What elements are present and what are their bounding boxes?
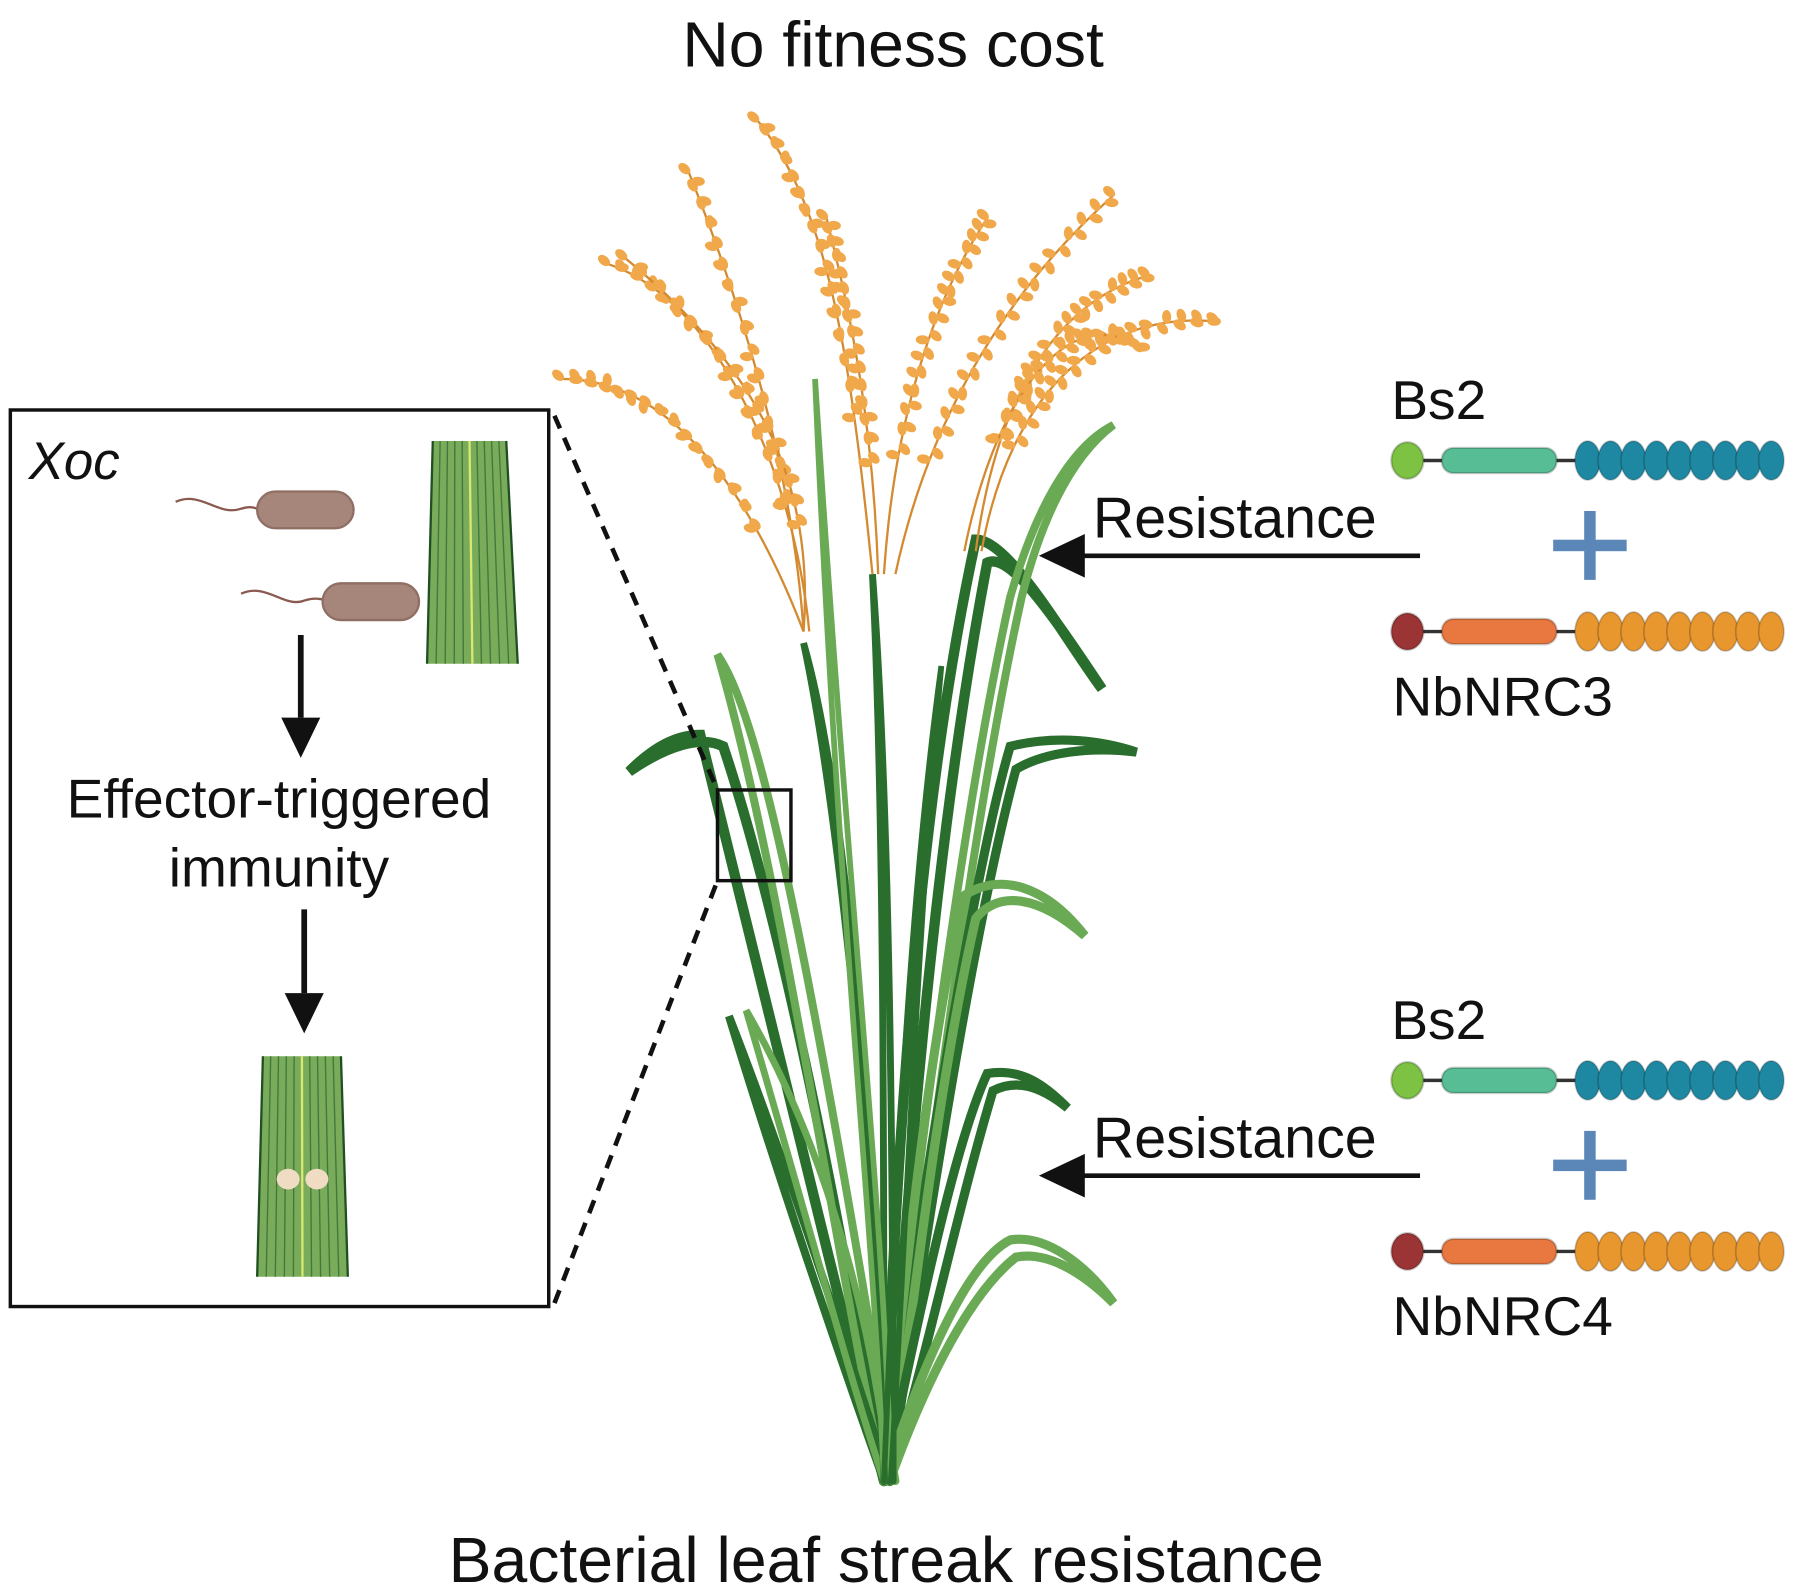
- resistant-leaf-lesion-icon: [255, 1056, 349, 1277]
- panicle: [747, 111, 874, 575]
- process-label-line2: immunity: [169, 836, 390, 898]
- resistance-label: Resistance: [1093, 486, 1377, 550]
- arrow-down-icon: [281, 634, 321, 758]
- zoom-dashed-line-bottom: [552, 879, 720, 1304]
- bs2-protein-domains: [1390, 1060, 1785, 1101]
- panicle: [882, 208, 997, 575]
- bacterium-icon: [240, 582, 421, 622]
- title: No fitness cost: [682, 9, 1104, 81]
- arrow-down-icon: [284, 909, 324, 1034]
- nrc-protein-domains: [1390, 611, 1785, 652]
- nrc-label: NbNRC3: [1392, 665, 1612, 727]
- bs2-label: Bs2: [1391, 369, 1486, 431]
- zoom-dashed-line-top: [552, 414, 720, 791]
- leaf-blade: [812, 378, 894, 1484]
- leaf-blade: [800, 642, 894, 1485]
- pathogen-label: Xoc: [28, 432, 120, 491]
- leaf-blade: [742, 1008, 894, 1485]
- leaf-blade: [879, 1234, 1118, 1486]
- leaf-blade: [879, 879, 1089, 1486]
- bs2-label: Bs2: [1391, 989, 1486, 1051]
- caption: Bacterial leaf streak resistance: [449, 1524, 1324, 1596]
- arrow-left-icon: [1038, 1153, 1421, 1198]
- leaf-blade: [878, 534, 1107, 1487]
- leaf-blade: [879, 1067, 1071, 1486]
- rice-plant-illustration: [552, 111, 1221, 1487]
- bs2-protein-domains: [1390, 440, 1785, 481]
- leaf-blade: [881, 665, 945, 1484]
- panicle: [980, 308, 1221, 552]
- panicle: [816, 208, 880, 575]
- process-label-line1: Effector-triggered: [67, 768, 492, 830]
- resistance-label: Resistance: [1093, 1106, 1377, 1170]
- healthy-leaf-icon: [425, 440, 519, 664]
- inset-panel: Xoc Effector-triggered immunity: [8, 408, 551, 1309]
- bacterium-icon: [175, 490, 355, 530]
- zoom-region-box: [715, 788, 793, 883]
- plus-icon: [1553, 511, 1627, 580]
- nrc-label: NbNRC4: [1392, 1285, 1612, 1347]
- plus-icon: [1553, 1130, 1627, 1200]
- nrc-protein-domains: [1390, 1231, 1785, 1272]
- panicle: [963, 323, 1151, 552]
- arrow-left-icon: [1038, 533, 1421, 578]
- panicle: [894, 185, 1119, 575]
- panicle: [615, 249, 807, 632]
- panicle: [552, 368, 805, 632]
